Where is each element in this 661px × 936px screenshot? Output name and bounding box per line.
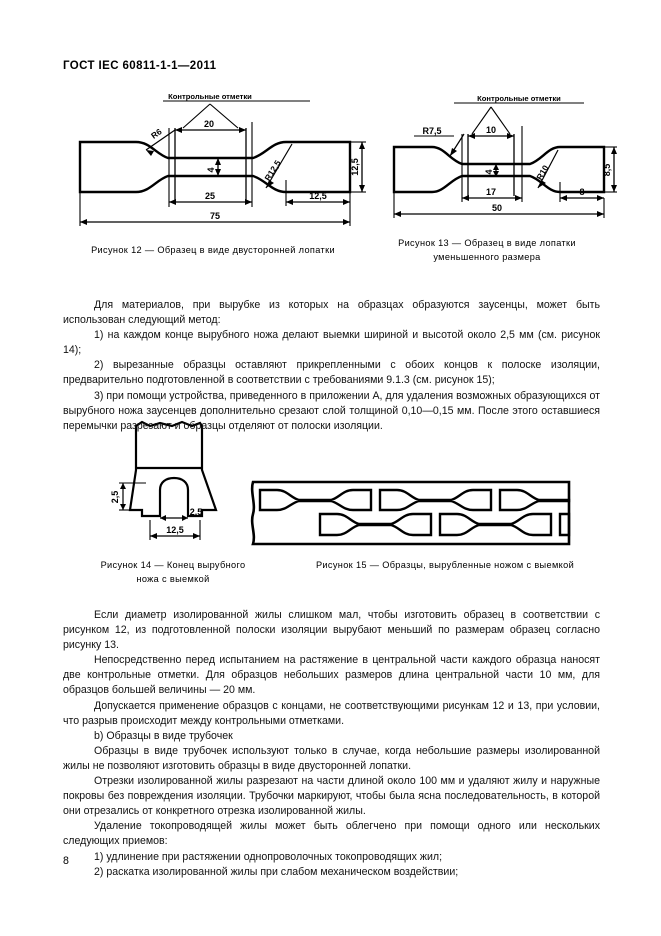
dim-label-17: 17 [486, 187, 496, 197]
paragraph-small-diameter: Если диаметр изолированной жилы слишком … [63, 609, 600, 652]
arrow-bottom-4 [493, 171, 499, 177]
arrow-left-end-length [286, 199, 293, 205]
arrow-left-end-length [560, 195, 567, 201]
dim-label-end-length: 12,5 [309, 191, 327, 201]
figure-15-caption: Рисунок 15 — Образцы, вырубленные ножом … [315, 560, 575, 570]
page-header: ГОСТ IEC 60811-1-1—2011 [63, 60, 217, 72]
figure-13-callout-label: Контрольные отметки [477, 94, 561, 103]
figure-13-caption: Рисунок 13 — Образец в виде лопатки умен… [398, 238, 576, 262]
figure-15-drawing [247, 478, 572, 550]
insulation-strip-outline [250, 480, 571, 546]
arrow-top-4 [215, 158, 221, 165]
dim-label-20: 20 [204, 119, 214, 129]
arrow-right-75 [343, 219, 350, 225]
arrow-bottom-end-width [611, 185, 617, 192]
dim-label-4: 4 [484, 169, 494, 174]
subclause-b-tube-specimens: b) Образцы в виде трубочек [94, 729, 233, 742]
figure-12-caption: Рисунок 12 — Образец в виде двусторонней… [91, 245, 335, 255]
callout-leader-left [471, 106, 492, 135]
page-number: 8 [63, 855, 69, 867]
figure-14-caption: Рисунок 14 — Конец вырубного ножа с выем… [100, 560, 246, 584]
dim-label-notch-height: 2,5 [110, 491, 120, 504]
arrow-bottom-notch-height [120, 504, 126, 510]
dim-label-end-width: 12,5 [350, 158, 360, 176]
dim-label-75: 75 [210, 211, 220, 221]
arrow-left-20 [175, 127, 182, 133]
body-text-upper: Для материалов, при вырубке из которых н… [63, 298, 600, 434]
radius-label-r75: R7,5 [422, 126, 441, 136]
arrow-left-notch-width [160, 515, 166, 521]
dim-label-4: 4 [206, 167, 216, 172]
arrow-r125 [266, 180, 274, 188]
arrow-bottom-4 [215, 169, 221, 176]
arrow-left-50 [394, 211, 401, 217]
arrow-right-50 [597, 211, 604, 217]
specimen-row-upper [258, 488, 571, 512]
callout-leader-right [490, 106, 511, 135]
dim-label-25: 25 [205, 191, 215, 201]
arrow-top-notch-height [120, 483, 126, 489]
paragraph-gauge-marks: Непосредственно перед испытанием на раст… [63, 654, 600, 697]
arrow-r6 [146, 150, 154, 156]
arrow-r75 [450, 148, 457, 156]
paragraph-cutting-marking: Отрезки изолированной жилы разрезают на … [63, 775, 600, 818]
dim-label-10: 10 [486, 125, 496, 135]
paragraph-alternative-ends: Допускается применение образцов с концам… [63, 699, 600, 727]
figure-12-callout-label: Контрольные отметки [168, 92, 252, 101]
paragraph-materials-burrs: Для материалов, при вырубке из которых н… [63, 299, 600, 327]
arrow-top-4 [493, 164, 499, 170]
callout-leader-right [209, 103, 239, 129]
arrow-right-notch-width [182, 515, 188, 521]
punch-blade-outline [128, 420, 218, 518]
specimen-cut [498, 488, 571, 512]
radius-label-r10: R10 [534, 163, 551, 182]
body-text-lower: Если диаметр изолированной жилы слишком … [63, 608, 600, 880]
arrow-right-end-length [597, 195, 604, 201]
specimen-cut [258, 488, 373, 512]
dim-label-end-length: 8 [579, 187, 584, 197]
arrow-left-17 [462, 195, 469, 201]
arrow-r10 [538, 180, 546, 188]
specimen-cut [558, 512, 571, 537]
specimen-cut [378, 488, 493, 512]
arrow-right-10 [507, 133, 514, 139]
specimen-outline [392, 145, 606, 194]
list-item-3: 3) при помощи устройства, приведенного в… [63, 389, 600, 432]
arrow-left-75 [80, 219, 87, 225]
arrow-bottom-end-width [359, 185, 365, 192]
paragraph-conductor-removal: Удаление токопроводящей жилы может быть … [63, 820, 600, 848]
arrow-top-end-width [359, 142, 365, 149]
figure-13-drawing: Контрольные отметки 10 4 17 8 [392, 92, 617, 222]
radius-leader-r6 [145, 129, 176, 151]
list-item-2: 2) вырезанные образцы оставляют прикрепл… [63, 359, 600, 387]
dim-label-50: 50 [492, 203, 502, 213]
list-item-removal-2: 2) раскатка изолированной жилы при слабо… [94, 865, 459, 878]
specimen-cut [318, 512, 433, 537]
arrow-right-blade-width [193, 533, 200, 539]
dim-label-blade-width: 12,5 [166, 525, 184, 535]
dim-label-notch-width: 2,5 [190, 507, 203, 517]
arrow-right-end-length [343, 199, 350, 205]
figure-12-drawing: Контрольные отметки 20 4 25 75 [78, 92, 368, 232]
specimen-row-lower [318, 512, 571, 537]
arrow-left-10 [468, 133, 475, 139]
arrow-right-20 [239, 127, 246, 133]
arrow-left-blade-width [150, 533, 157, 539]
radius-leader-r125 [265, 143, 293, 189]
callout-leader-left [182, 103, 211, 129]
list-item-1: 1) на каждом конце вырубного ножа делают… [63, 329, 600, 357]
list-item-removal-1: 1) удлинение при растяжении однопроволоч… [94, 850, 443, 863]
arrow-left-25 [169, 199, 176, 205]
specimen-outline [78, 140, 352, 194]
dim-label-end-width: 8,5 [602, 164, 612, 177]
paragraph-tube-usage: Образцы в виде трубочек используют тольк… [63, 744, 600, 772]
arrow-right-17 [515, 195, 522, 201]
radius-label-r125: R12,5 [262, 158, 283, 183]
figure-14-drawing: 2,5 2,5 12,5 [98, 418, 248, 548]
arrow-top-end-width [611, 147, 617, 154]
arrow-right-25 [245, 199, 252, 205]
specimen-cut [438, 512, 553, 537]
